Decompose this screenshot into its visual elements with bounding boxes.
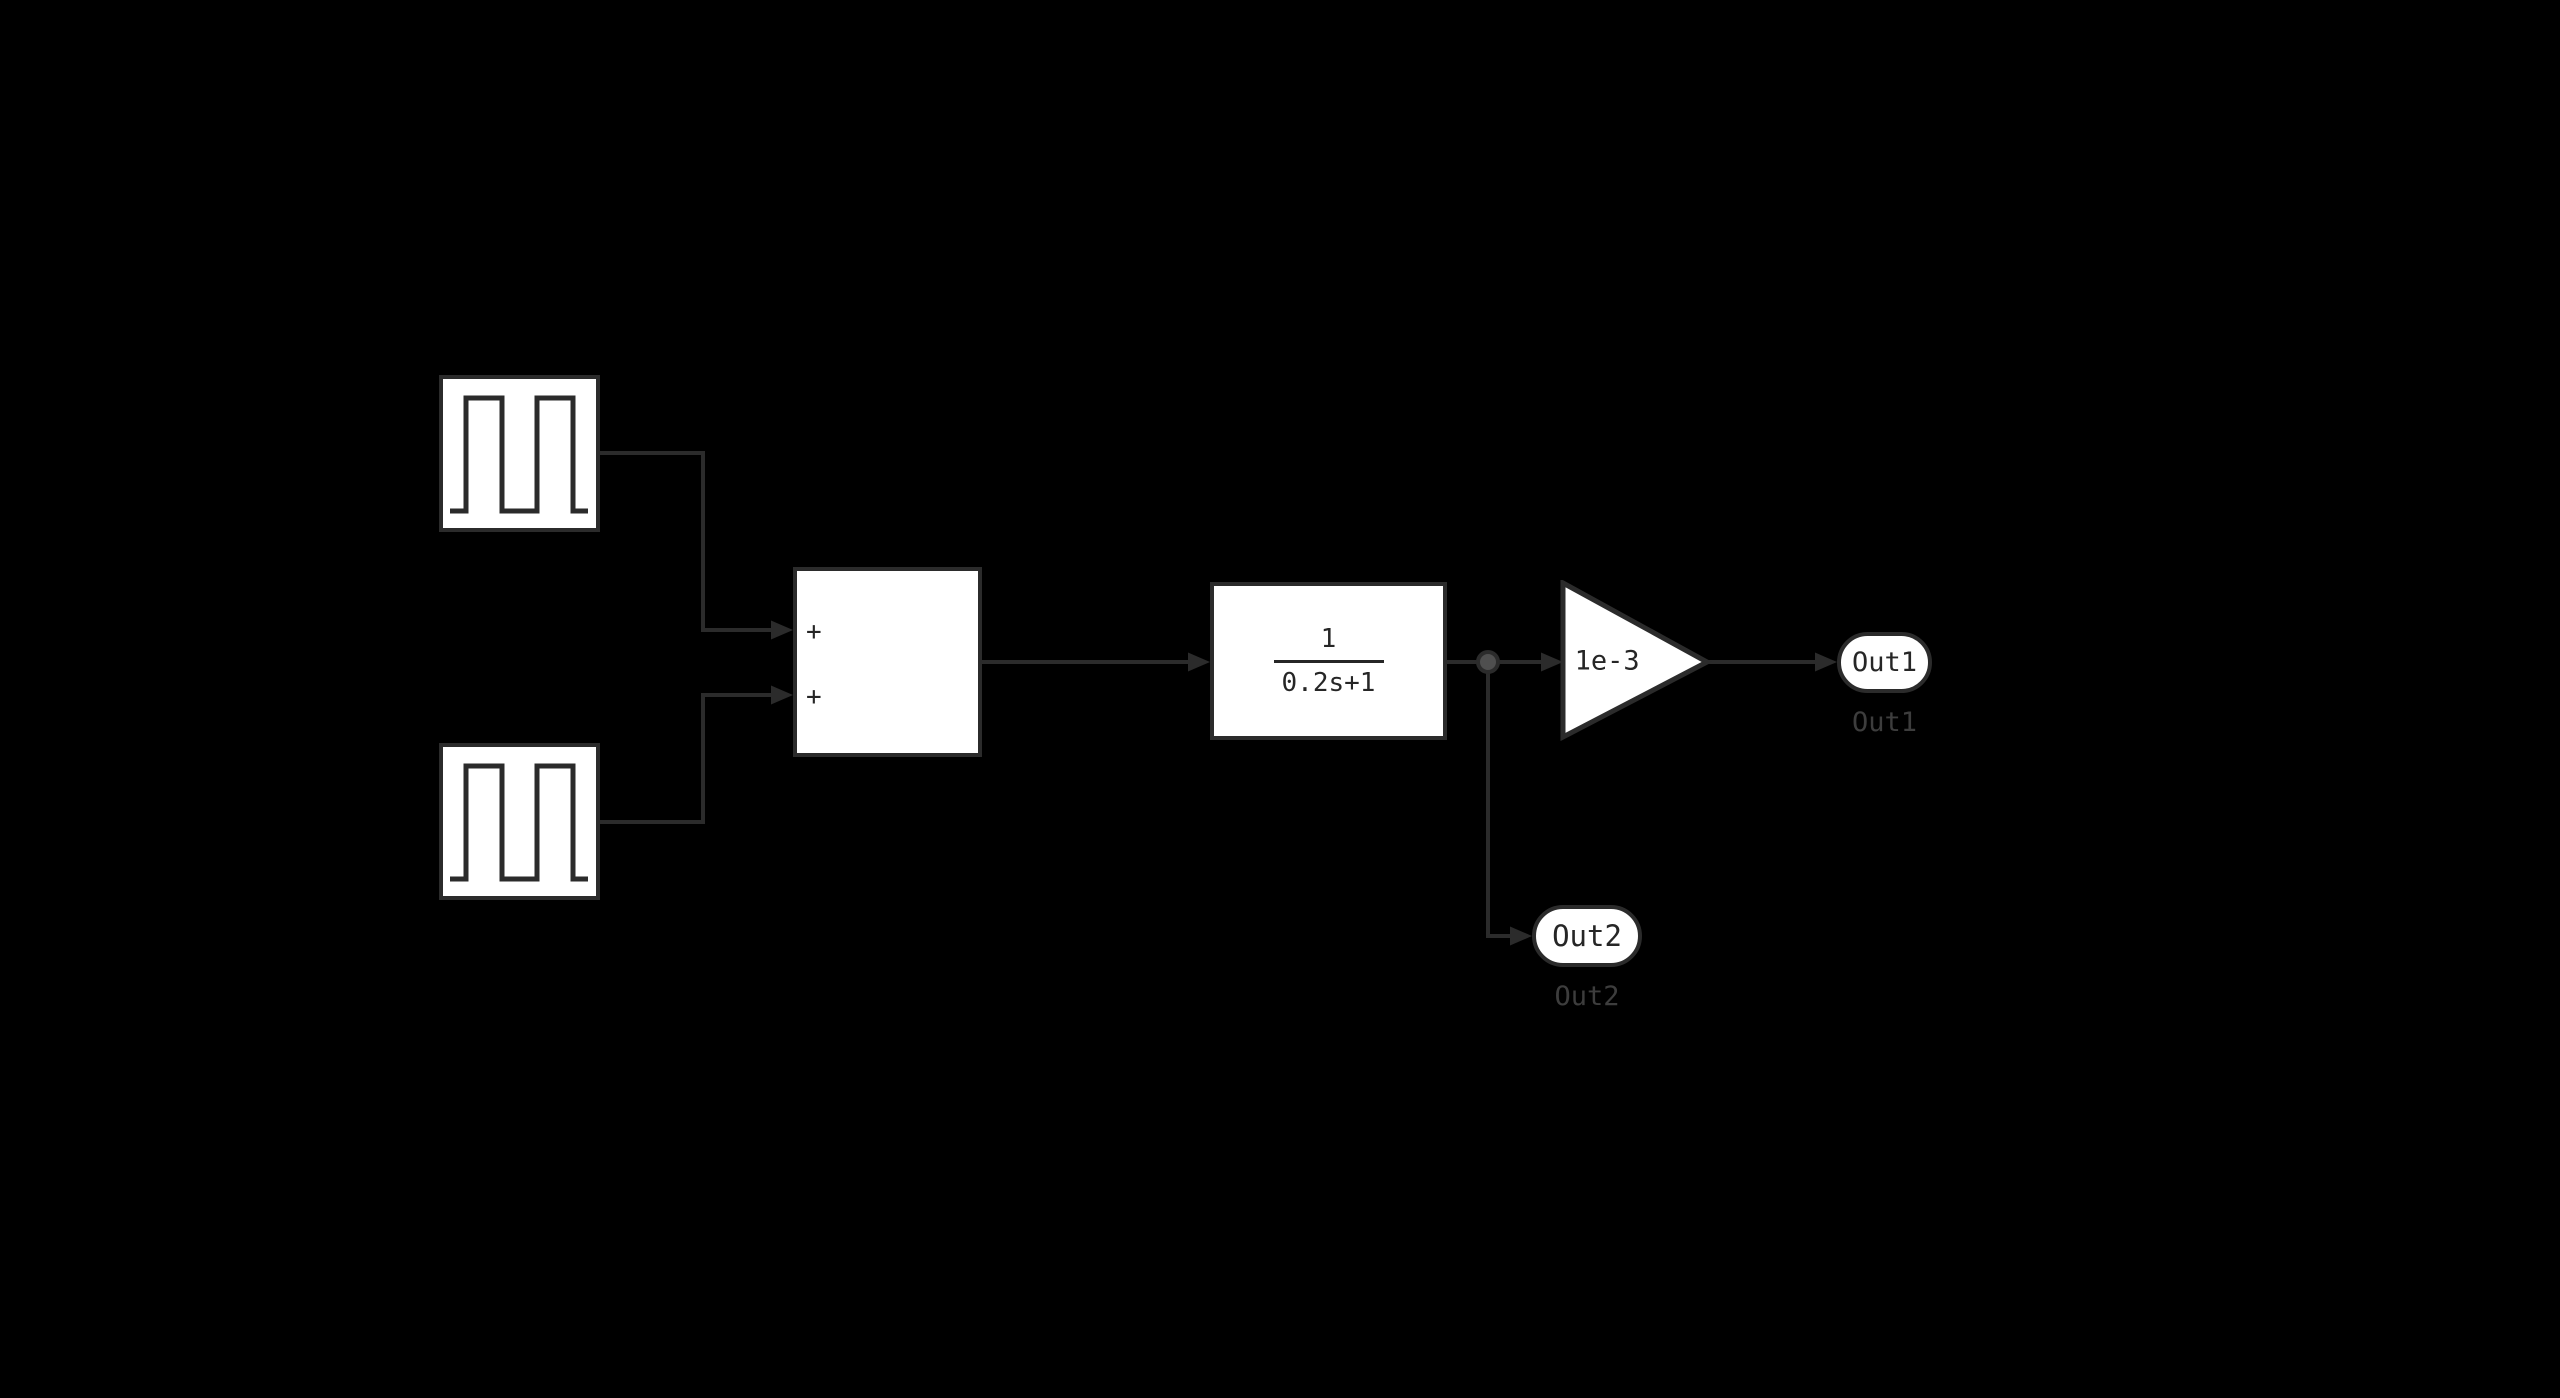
pulse-generator-2-block[interactable] <box>439 743 600 900</box>
square-wave-shape <box>450 395 588 514</box>
transfer-fcn-denominator: 0.2s+1 <box>1281 667 1376 698</box>
wire-arrowhead[interactable] <box>1815 652 1837 672</box>
gain-value: 1e-3 <box>1574 645 1640 677</box>
square-wave-shape <box>450 763 588 882</box>
sum-block[interactable]: + + <box>793 567 982 757</box>
square-wave-icon <box>450 763 588 882</box>
wire-transfer-fcn-to-gain[interactable] <box>1447 652 1563 672</box>
outport-2-label: Out2 <box>1554 981 1620 1012</box>
gain-triangle-icon <box>1560 580 1712 742</box>
outport-2-text: Out2 <box>1552 919 1622 953</box>
transfer-fcn-numerator: 1 <box>1320 623 1337 654</box>
pulse-generator-1-block[interactable] <box>439 375 600 532</box>
wire-segment[interactable] <box>1486 662 1515 938</box>
wire-segment[interactable] <box>600 693 776 824</box>
wire-pulse1-to-sum[interactable] <box>600 451 793 640</box>
wire-segment[interactable] <box>600 451 776 632</box>
wire-gain-to-out1[interactable] <box>1707 652 1837 672</box>
gain-block[interactable]: 1e-3 <box>1560 580 1712 742</box>
outport-1-label: Out1 <box>1851 707 1918 738</box>
wire-arrowhead[interactable] <box>771 620 793 640</box>
branch-point-dot[interactable] <box>1476 650 1500 674</box>
wire-arrowhead[interactable] <box>1510 926 1532 946</box>
wire-sum-to-transfer-fcn[interactable] <box>982 652 1210 672</box>
wire-arrowhead[interactable] <box>1188 652 1210 672</box>
outport-2-block[interactable]: Out2 <box>1532 905 1642 967</box>
gain-triangle-shape[interactable] <box>1560 580 1712 742</box>
wire-pulse2-to-sum[interactable] <box>600 685 793 824</box>
sum-plus-sign-bottom: + <box>806 682 822 712</box>
wire-arrowhead[interactable] <box>1541 652 1563 672</box>
wire-branch-to-out2[interactable] <box>1486 662 1532 946</box>
outport-1-block[interactable]: Out1 <box>1837 632 1932 693</box>
outport-1-text: Out1 <box>1851 647 1918 678</box>
wire-arrowhead[interactable] <box>771 685 793 705</box>
sum-plus-sign-top: + <box>806 617 822 647</box>
square-wave-icon <box>450 395 588 514</box>
transfer-fcn-fraction-bar <box>1273 659 1384 663</box>
transfer-fcn-block[interactable]: 1 0.2s+1 <box>1210 582 1447 740</box>
